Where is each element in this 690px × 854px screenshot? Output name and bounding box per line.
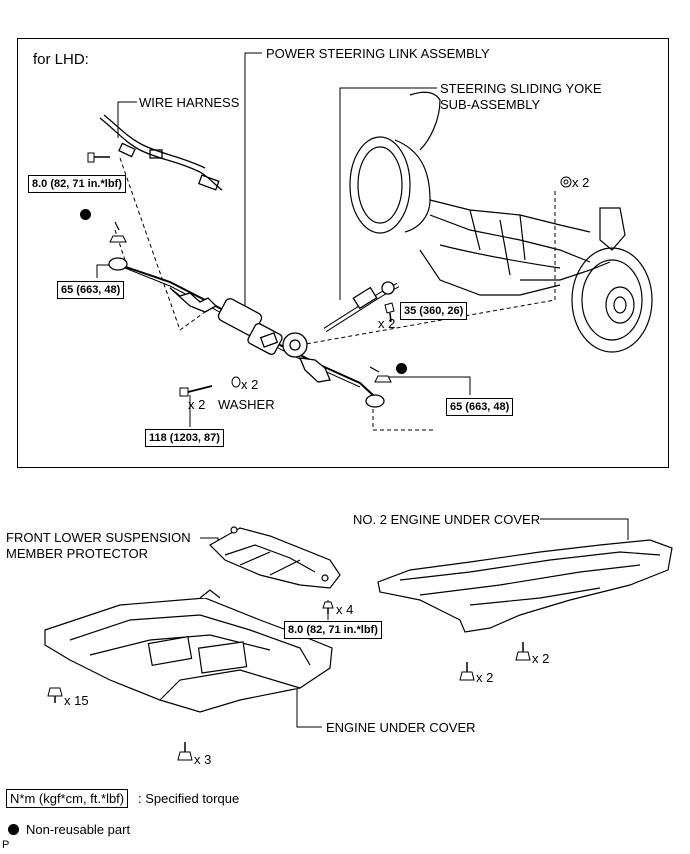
wire-harness-bolt [87,152,110,163]
mount-bolt [179,385,213,397]
qty-cover-left: x 15 [64,693,89,708]
sliding-yoke-label-1: STEERING SLIDING YOKE [440,81,602,96]
torque-yoke-bolt: 35 (360, 26) [400,302,468,320]
cover-bolt-left [47,687,63,703]
brake-disc [571,207,653,353]
qty-washer: x 2 [241,377,259,392]
qty-nut-top: x 2 [572,175,590,190]
sliding-yoke-label-2: SUB-ASSEMBLY [440,97,541,112]
non-reusable-legend-text: Non-reusable part [26,822,131,837]
torque-legend-box: N*m (kgf*cm, ft.*lbf) [6,789,129,808]
no2-engine-under-cover [377,539,673,633]
torque-wire-harness: 8.0 (82, 71 in.*lbf) [28,175,126,193]
member-protector [209,526,341,589]
lhd-frame [17,38,669,468]
wire-harness-leader [117,101,137,138]
wire-harness-label: WIRE HARNESS [139,95,240,110]
non-reusable-legend-dot [8,824,19,835]
corner-mark: P [2,839,10,851]
no2-leader [540,518,629,540]
cover-bolt-bottom [177,742,193,761]
torque-protector-bolt: 8.0 (82, 71 in.*lbf) [284,621,382,639]
washer-label: WASHER [218,397,275,412]
sliding-yoke [323,281,400,333]
non-reusable-marker-left [80,209,91,220]
engine-cover-leader [296,686,322,728]
tie-rod-right-leader [385,376,471,395]
variant-label: for LHD: [33,51,89,68]
torque-tie-rod-right: 65 (663, 48) [446,398,514,416]
qty-protector-bolt: x 4 [336,602,354,617]
protector-label-1: FRONT LOWER SUSPENSION [6,530,191,545]
steering-rack [108,257,385,408]
engine-under-cover [44,589,333,713]
protector-label-2: MEMBER PROTECTOR [6,546,149,561]
qty-no2-right: x 2 [532,651,550,666]
torque-mount-bolt: 118 (1203, 87) [145,429,224,447]
power-steering-leader [244,52,262,310]
torque-legend-text: : Specified torque [138,791,240,806]
qty-cover-bottom: x 3 [194,752,212,767]
torque-tie-rod-left: 65 (663, 48) [57,281,125,299]
tie-rod-right-nut [369,366,392,383]
qty-no2-left: x 2 [476,670,494,685]
washer [231,376,241,388]
no2-cover-label: NO. 2 ENGINE UNDER COVER [353,512,541,527]
engine-cover-label: ENGINE UNDER COVER [326,720,476,735]
no2-bolt-right [515,642,531,661]
protector-bolt [322,601,334,614]
front-suspension [349,91,611,296]
non-reusable-marker-right [396,363,407,374]
yoke-leader [339,87,437,300]
nut-top [560,176,572,188]
power-steering-label: POWER STEERING LINK ASSEMBLY [266,46,490,61]
qty-mount-bolt: x 2 [188,397,206,412]
tie-rod-left-nut [109,221,127,243]
wire-harness [99,114,223,191]
yoke-bolt [384,302,395,323]
qty-yoke-bolt: x 2 [378,316,396,331]
no2-bolt-left [459,662,475,681]
